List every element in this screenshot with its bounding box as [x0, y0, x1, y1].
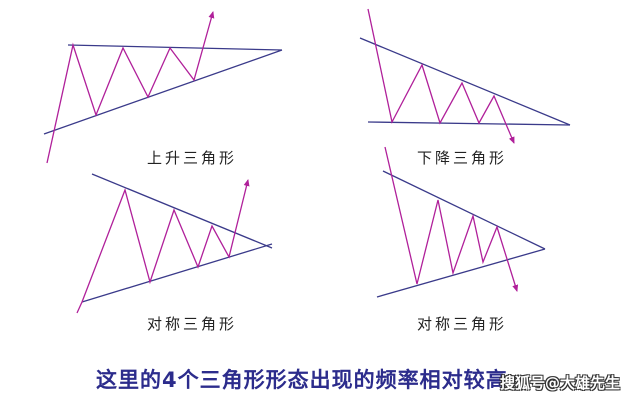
label-ascending-triangle: 上升三角形	[146, 149, 238, 167]
watermark: 搜狐号@大雄先生	[500, 374, 621, 392]
caption: 这里的4个三角形形态出现的频率相对较高	[96, 368, 508, 392]
resistance-line	[91, 173, 273, 249]
price-path	[46, 11, 215, 164]
resistance-line	[67, 44, 283, 51]
label-symmetric-triangle-down: 对称三角形	[416, 315, 508, 333]
label-descending-triangle: 下降三角形	[416, 149, 508, 167]
support-line	[376, 248, 546, 298]
support-line	[81, 243, 273, 303]
resistance-line	[382, 170, 546, 250]
descending-triangle	[359, 8, 571, 144]
support-line	[367, 121, 571, 126]
price-path	[76, 179, 250, 314]
symmetric-triangle-down	[376, 146, 546, 298]
price-path	[367, 8, 515, 144]
ascending-triangle	[43, 11, 283, 164]
resistance-line	[359, 37, 571, 126]
label-symmetric-triangle-up: 对称三角形	[146, 315, 238, 333]
support-line	[43, 49, 283, 135]
price-path	[384, 146, 519, 292]
symmetric-triangle-up	[76, 173, 273, 314]
